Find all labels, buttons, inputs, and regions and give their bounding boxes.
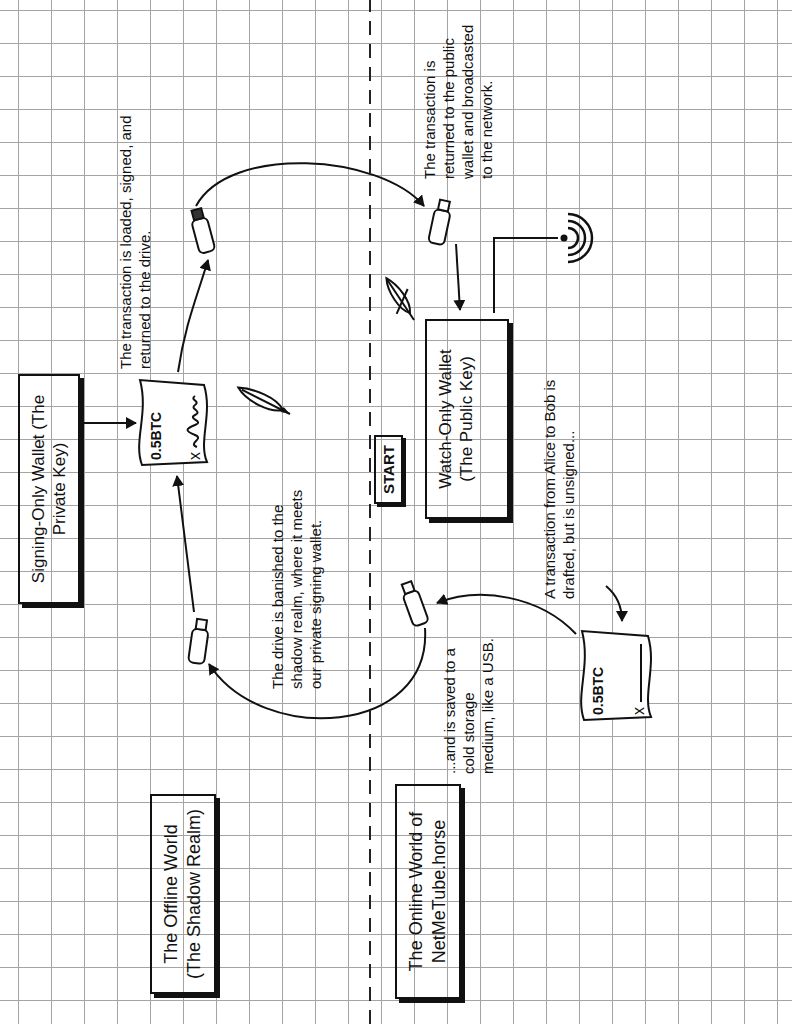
paper-sheet — [581, 631, 651, 720]
caption-note: The drive is banished to the shadow real… — [268, 489, 325, 689]
paper-sheet — [139, 380, 207, 465]
transaction-paper: 0.5BTC x — [136, 377, 210, 469]
transaction-paper: 0.5BTC x — [578, 628, 654, 724]
quill-nib — [281, 407, 292, 417]
wifi-wave — [568, 228, 578, 248]
wifi-wave — [568, 214, 592, 262]
wallet-box: Watch-Only Wallet (The Public Key) — [425, 319, 509, 519]
usb-body — [188, 628, 209, 664]
signature-line — [640, 644, 642, 702]
wifi-wave — [568, 221, 585, 255]
realm-divider — [369, 0, 371, 1024]
wifi-dot — [561, 235, 568, 242]
usb-plug — [196, 619, 207, 630]
flow-arrow — [178, 260, 208, 372]
flow-arrow — [196, 163, 424, 206]
usb-drive — [428, 199, 453, 245]
wallet-box: Signing-Only Wallet (The Private Key) — [18, 374, 80, 604]
caption-note: The transaction is returned to the publi… — [420, 14, 496, 179]
caption-note: The transaction is loaded, signed, and r… — [116, 79, 154, 369]
usb-drive — [189, 207, 216, 254]
box-text: Watch-Only Wallet (The Public Key) — [435, 333, 477, 505]
network-wire — [494, 238, 558, 313]
box-text: Signing-Only Wallet (The Private Key) — [28, 388, 70, 590]
pen-stroke — [389, 289, 416, 314]
caption-note: ...and is saved to a cold storage medium… — [440, 634, 497, 774]
quill-pen — [236, 381, 292, 421]
signature-mark: x — [630, 707, 648, 715]
box-text: The Online World of NetMeTube.horse — [405, 798, 451, 985]
amount-text: 0.5BTC — [590, 667, 606, 715]
usb-body — [402, 590, 429, 627]
usb-body — [428, 209, 451, 246]
amount-text: 0.5BTC — [148, 412, 164, 460]
usb-drive — [188, 618, 210, 664]
leader-arrow — [606, 586, 622, 621]
usb-plug — [438, 200, 450, 212]
edge-connector — [80, 422, 136, 424]
quill-pen — [379, 272, 423, 326]
region-title-box: The Offline World (The Shadow Realm) — [150, 794, 216, 994]
start-box: START — [374, 435, 403, 504]
flow-arrow — [456, 244, 460, 310]
usb-body — [191, 217, 215, 254]
usb-plug — [192, 208, 204, 220]
region-title-box: The Online World of NetMeTube.horse — [395, 784, 461, 999]
usb-drive — [399, 580, 429, 627]
flow-arrow — [437, 595, 576, 634]
caption-note: A transaction from Alice to Bob is draft… — [540, 354, 578, 599]
quill-spine — [387, 278, 414, 321]
signature-mark: x — [186, 452, 204, 460]
box-text: The Offline World (The Shadow Realm) — [160, 808, 206, 980]
flow-arrow — [177, 476, 194, 612]
signature-scribble — [188, 396, 199, 447]
usb-plug — [402, 581, 415, 594]
box-text: START — [379, 445, 398, 494]
